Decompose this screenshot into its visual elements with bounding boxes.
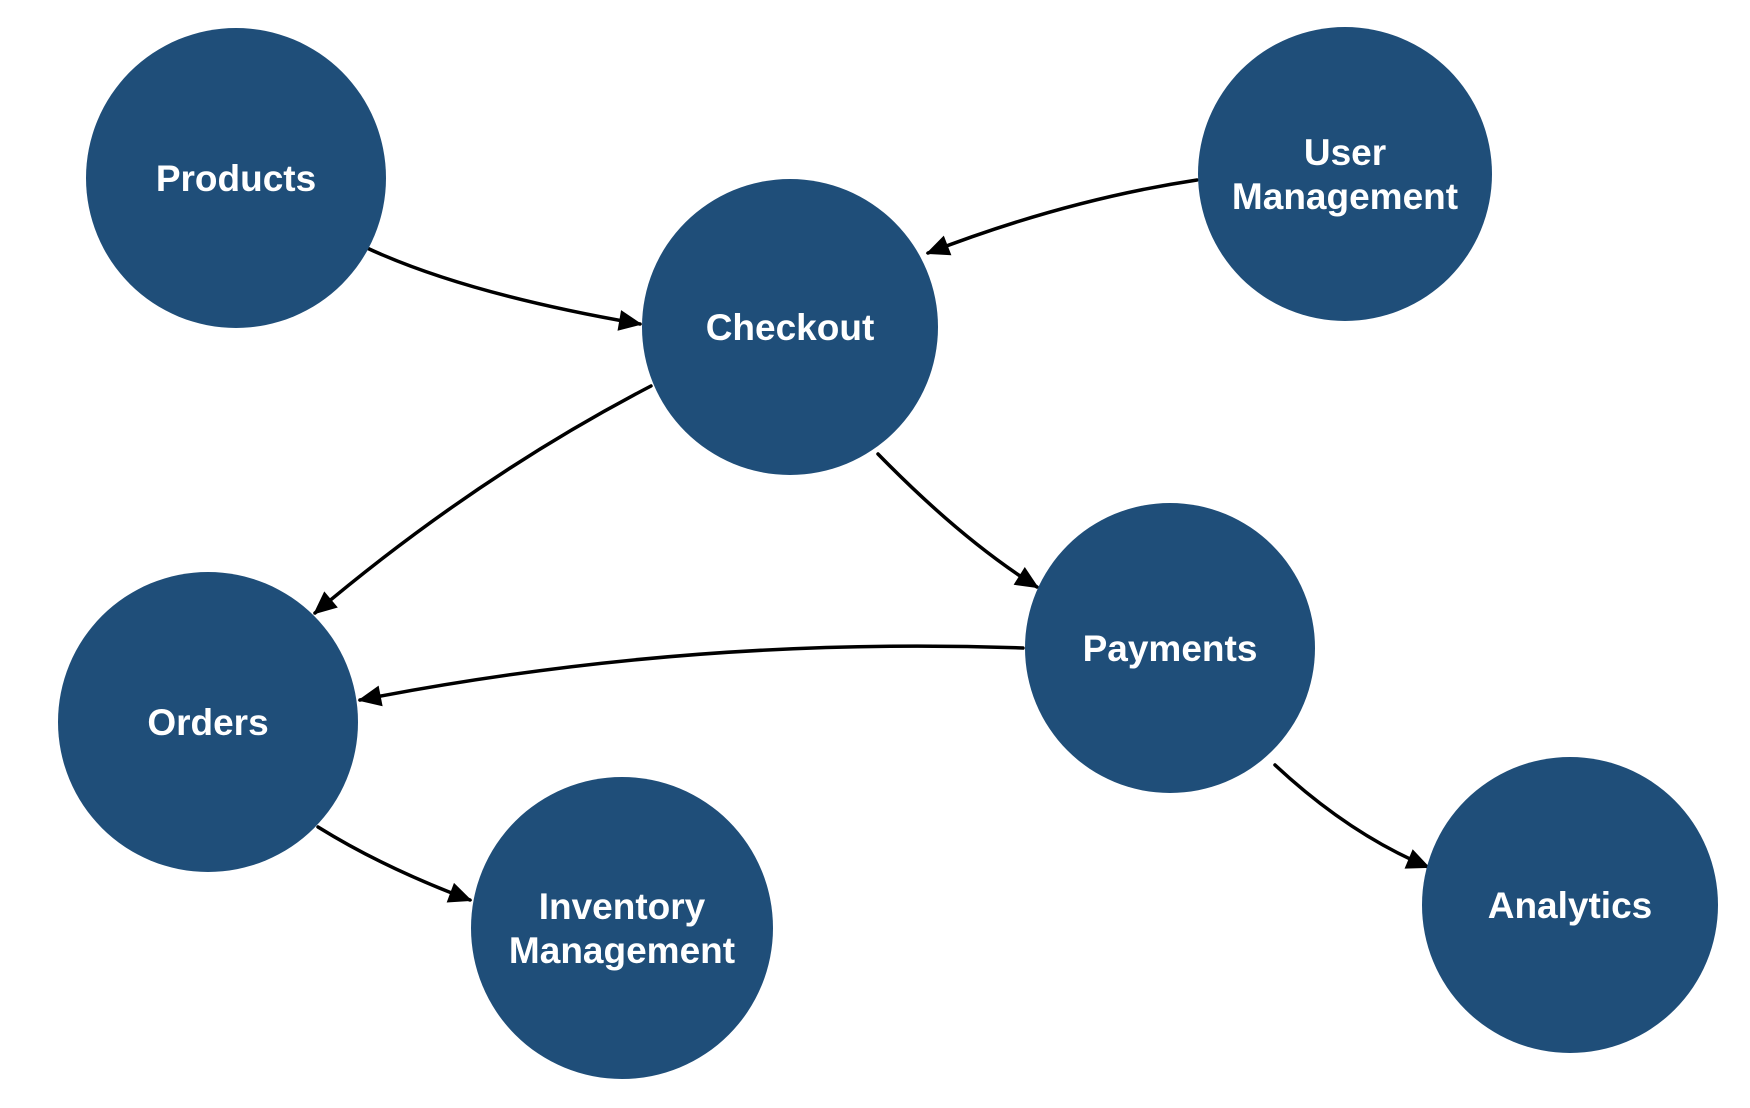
node-circle-inventory-management[interactable] [471, 777, 773, 1079]
node-circle-user-management[interactable] [1198, 27, 1492, 321]
node-products[interactable]: Products [86, 28, 386, 328]
edge-orders-to-inventory-management [316, 825, 473, 903]
edge-payments-to-orders [357, 644, 1025, 707]
node-circle-analytics[interactable] [1422, 757, 1718, 1053]
edge-checkout-to-orders [313, 384, 653, 615]
node-circle-products[interactable] [86, 28, 386, 328]
node-payments[interactable]: Payments [1025, 503, 1315, 793]
edge-user-management-to-checkout [925, 178, 1199, 256]
node-checkout[interactable]: Checkout [642, 179, 938, 475]
edge-payments-to-analytics [1273, 763, 1431, 869]
edge-checkout-to-payments [876, 452, 1039, 589]
node-analytics[interactable]: Analytics [1422, 757, 1718, 1053]
node-circle-orders[interactable] [58, 572, 358, 872]
edge-products-to-checkout [365, 246, 643, 331]
node-circle-checkout[interactable] [642, 179, 938, 475]
node-orders[interactable]: Orders [58, 572, 358, 872]
node-circle-payments[interactable] [1025, 503, 1315, 793]
